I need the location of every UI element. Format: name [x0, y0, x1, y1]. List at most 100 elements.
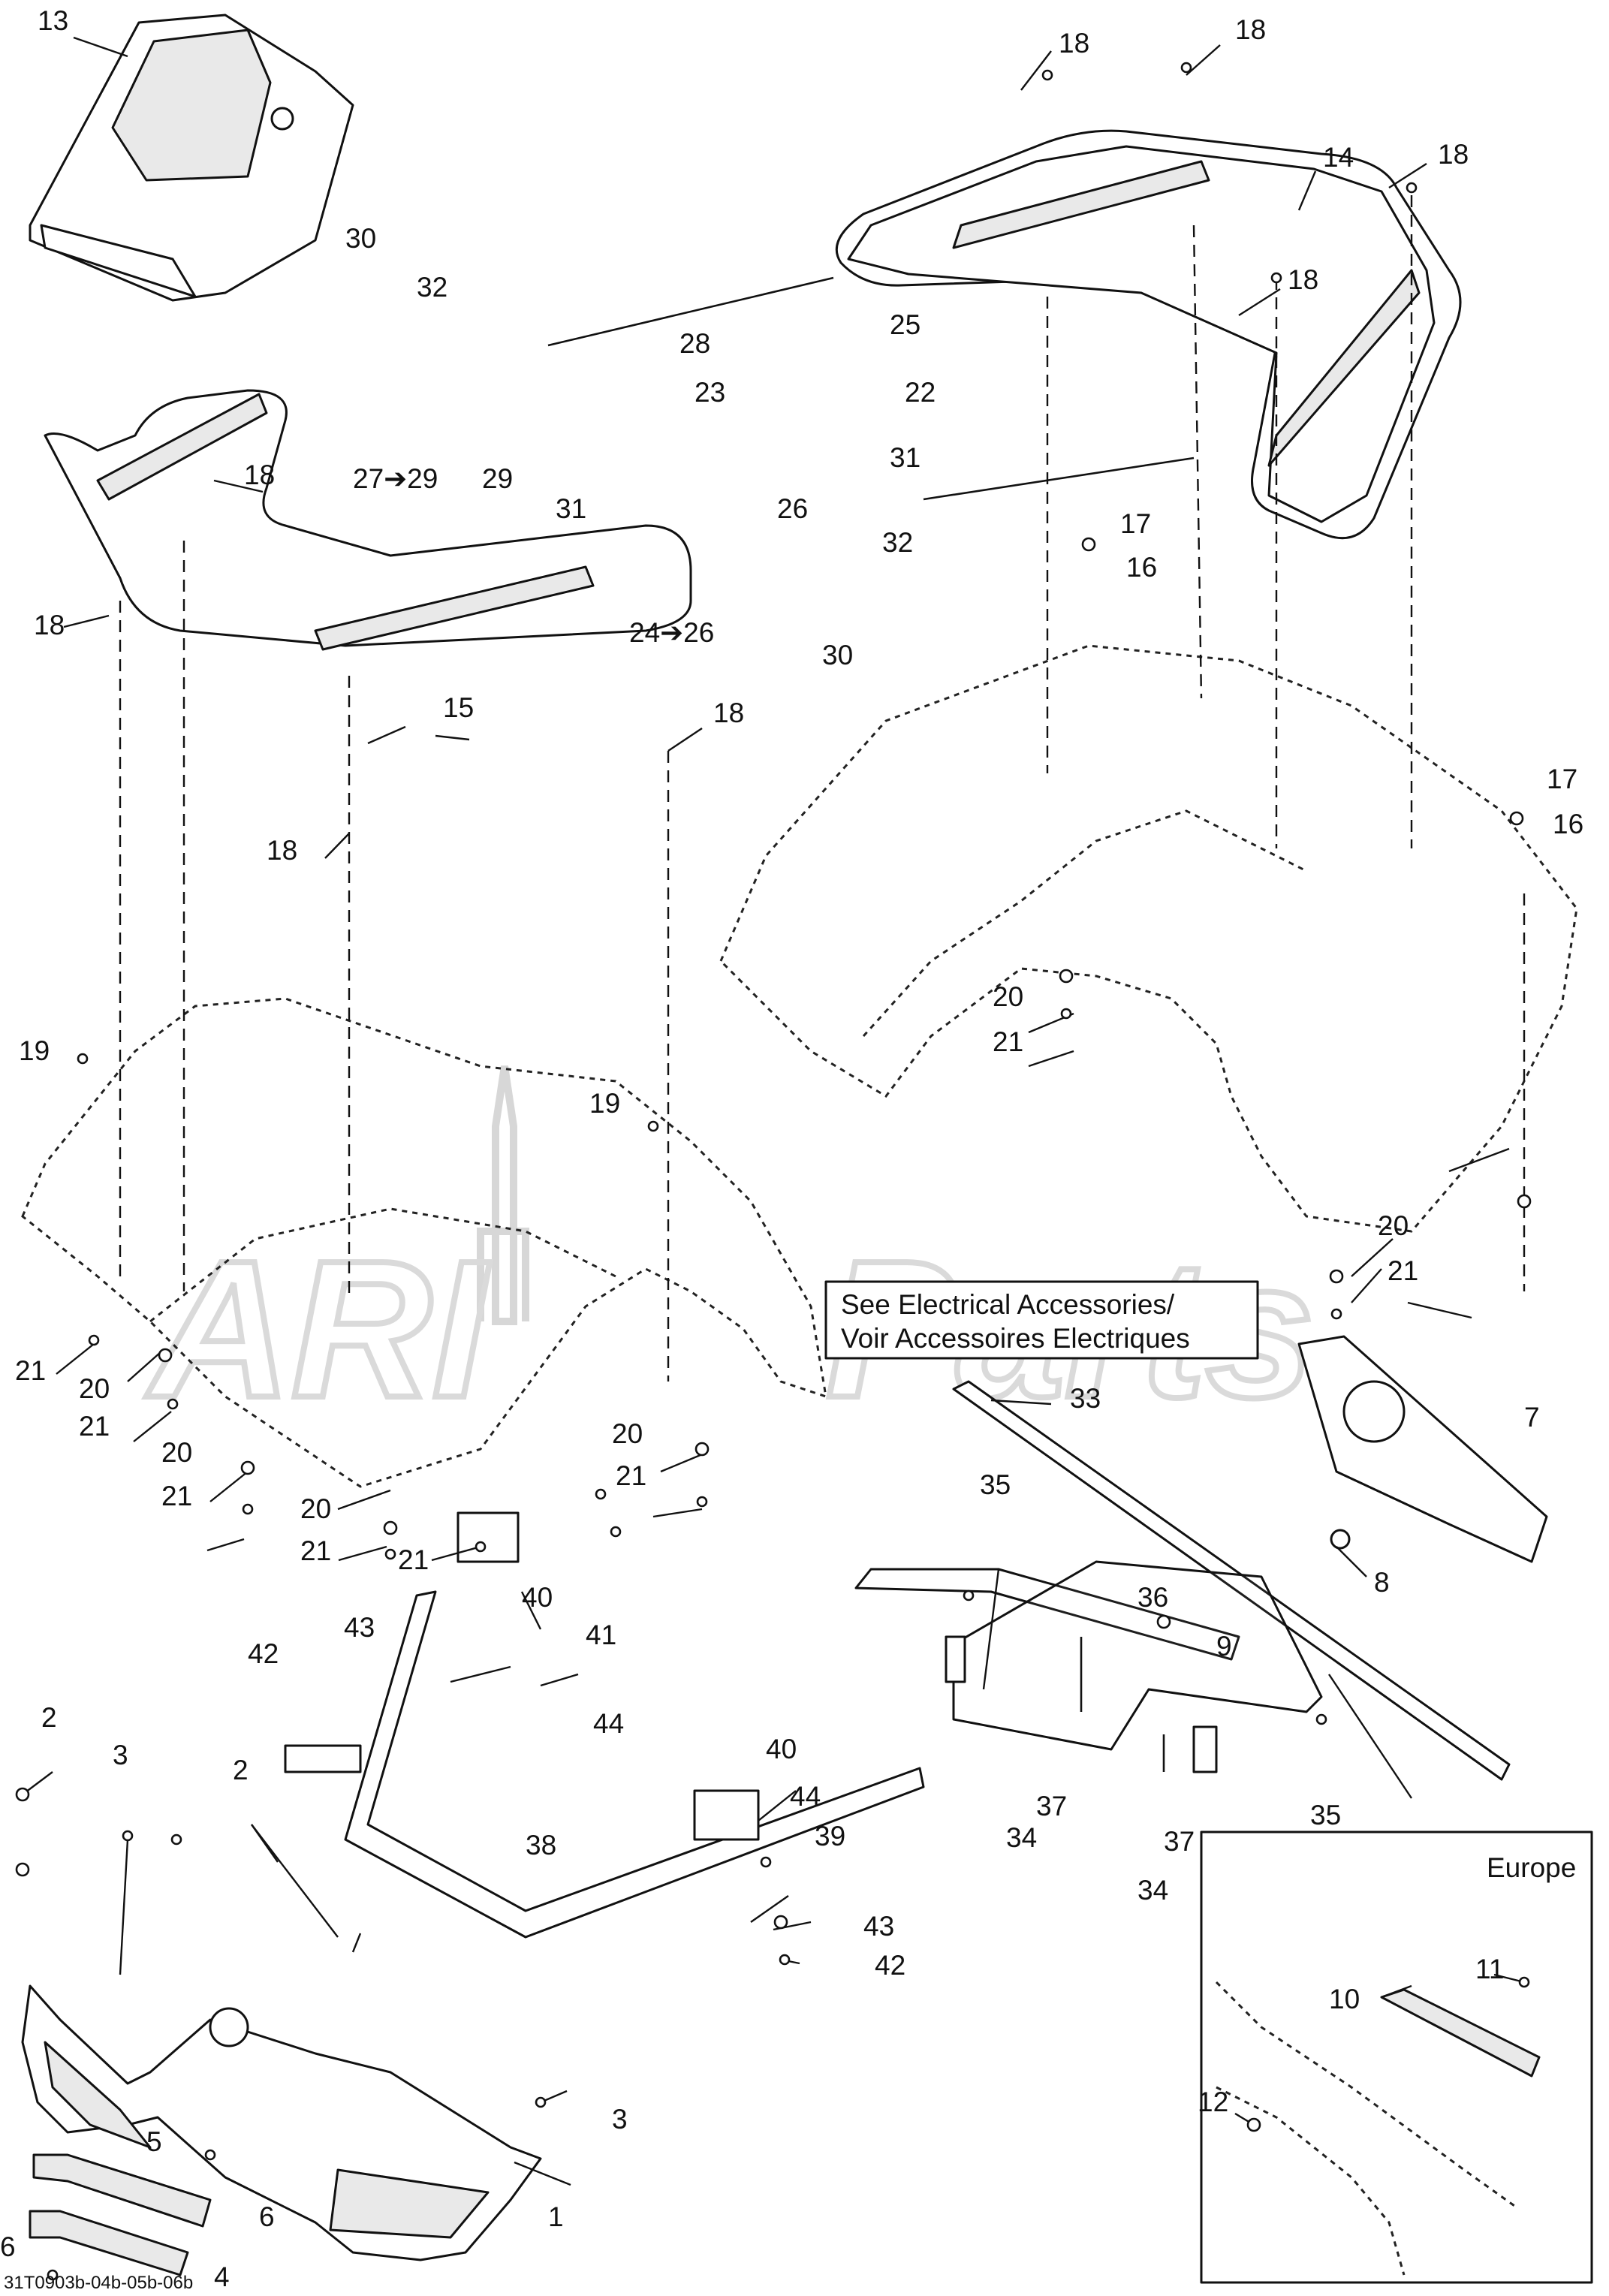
callout-16: 16 — [1553, 809, 1583, 839]
part-7-light-housing — [1297, 1335, 1548, 1563]
callout-18: 18 — [267, 835, 297, 866]
inset-europe — [1200, 1830, 1593, 2284]
callout-11: 11 — [1475, 1954, 1504, 1984]
inset-title: Europe — [1487, 1852, 1576, 1883]
callout-36: 36 — [1137, 1582, 1168, 1613]
callout-21: 21 — [1388, 1255, 1418, 1286]
part-1-front-panel — [21, 1984, 542, 2261]
callout-38: 38 — [526, 1830, 556, 1861]
callout-23: 23 — [695, 377, 725, 408]
callout-40: 40 — [766, 1734, 797, 1764]
callout-1: 1 — [548, 2201, 564, 2232]
callout-2: 2 — [233, 1755, 249, 1785]
callout-40: 40 — [522, 1582, 553, 1613]
callout-4: 4 — [214, 2261, 230, 2292]
callout-20: 20 — [1378, 1210, 1409, 1241]
part-15-front-rack — [44, 389, 692, 651]
callout-35: 35 — [1310, 1800, 1341, 1830]
callout-21: 21 — [15, 1355, 46, 1386]
callout-20: 20 — [161, 1437, 192, 1468]
part-4-grille — [29, 2210, 189, 2276]
callout-13: 13 — [38, 5, 68, 36]
callout-43: 43 — [863, 1911, 894, 1942]
callout-18: 18 — [244, 460, 275, 490]
callout-41: 41 — [586, 1620, 616, 1650]
callout-20: 20 — [612, 1418, 643, 1449]
callout-32: 32 — [882, 527, 913, 558]
callout-34: 34 — [1137, 1875, 1168, 1906]
callout-20: 20 — [79, 1373, 110, 1404]
svg-text:ARI: ARI — [144, 1221, 490, 1439]
callout-34: 34 — [1006, 1822, 1037, 1853]
callout-18: 18 — [1235, 14, 1266, 45]
note-line-1: See Electrical Accessories/ — [841, 1289, 1175, 1320]
callout-18: 18 — [34, 610, 65, 640]
callout-18: 18 — [1288, 264, 1318, 295]
callout-16: 16 — [1126, 552, 1157, 583]
part-38-front-frame — [284, 1590, 925, 1939]
callout-30: 30 — [345, 223, 376, 254]
callout-14: 14 — [1323, 142, 1354, 173]
callout-21: 21 — [300, 1535, 331, 1566]
part-13-fascia — [29, 14, 354, 302]
callout-44: 44 — [790, 1781, 821, 1812]
electrical-accessories-note: See Electrical Accessories/ Voir Accesso… — [824, 1280, 1259, 1360]
front-fender-ghost — [21, 997, 827, 1488]
leader-lines — [22, 36, 1525, 2186]
callout-9: 9 — [1216, 1631, 1232, 1662]
callout-21: 21 — [616, 1460, 646, 1491]
callout-21: 21 — [161, 1481, 192, 1511]
callout-20: 20 — [993, 981, 1023, 1012]
rear-fender-ghost — [719, 644, 1578, 1233]
callout-18: 18 — [1438, 139, 1469, 170]
callout-2: 2 — [41, 1702, 57, 1733]
callout-6: 6 — [259, 2201, 275, 2232]
callout-35: 35 — [980, 1469, 1011, 1500]
callout-39: 39 — [815, 1821, 845, 1852]
callout-20: 20 — [300, 1493, 331, 1524]
callout-22: 22 — [905, 377, 936, 408]
part-5-grille — [32, 2153, 212, 2228]
callout-10: 10 — [1329, 1984, 1360, 2014]
callout-18: 18 — [1059, 28, 1089, 59]
callout-32: 32 — [417, 272, 447, 303]
note-line-2: Voir Accessoires Electriques — [841, 1323, 1190, 1354]
callout-19: 19 — [589, 1088, 620, 1119]
callout-37: 37 — [1164, 1826, 1195, 1857]
part-39-bracket — [693, 1789, 760, 1841]
callout-33: 33 — [1070, 1383, 1101, 1414]
callout-7: 7 — [1524, 1402, 1540, 1433]
callout-3: 3 — [612, 2104, 628, 2135]
callout-43: 43 — [344, 1612, 375, 1643]
callout-17: 17 — [1120, 508, 1151, 539]
callout-42: 42 — [875, 1950, 905, 1981]
callout-30: 30 — [822, 640, 853, 670]
callout-31: 31 — [556, 493, 586, 524]
alignment-lines — [119, 195, 1526, 1382]
callout-44: 44 — [593, 1708, 624, 1739]
fasteners — [15, 62, 1532, 2281]
callout-8: 8 — [1374, 1567, 1390, 1598]
part-33-rear-frame — [854, 1380, 1511, 1781]
callout-24-26: 24➔26 — [629, 617, 714, 648]
part-14-rear-rack — [835, 129, 1462, 540]
callout-31: 31 — [890, 442, 921, 473]
callout-21: 21 — [79, 1411, 110, 1442]
callout-18: 18 — [713, 698, 744, 728]
callout-37: 37 — [1036, 1791, 1067, 1821]
diagram-code: 31T0903b-04b-05b-06b — [4, 2273, 193, 2293]
callout-6: 6 — [0, 2231, 16, 2262]
callout-42: 42 — [248, 1638, 279, 1669]
callout-19: 19 — [19, 1035, 50, 1066]
callouts: 13 18 18 18 14 18 30 32 28 25 23 22 31 2… — [0, 5, 1583, 2292]
callout-26: 26 — [777, 493, 808, 524]
callout-21: 21 — [993, 1026, 1023, 1057]
callout-12: 12 — [1198, 2087, 1228, 2117]
callout-27-29: 27➔29 — [353, 463, 438, 494]
callout-3: 3 — [113, 1740, 128, 1770]
callout-29: 29 — [482, 463, 513, 494]
callout-28: 28 — [679, 328, 710, 359]
watermark: ARI Parts — [141, 1065, 1317, 1442]
assembly-arrows — [547, 276, 1195, 1772]
